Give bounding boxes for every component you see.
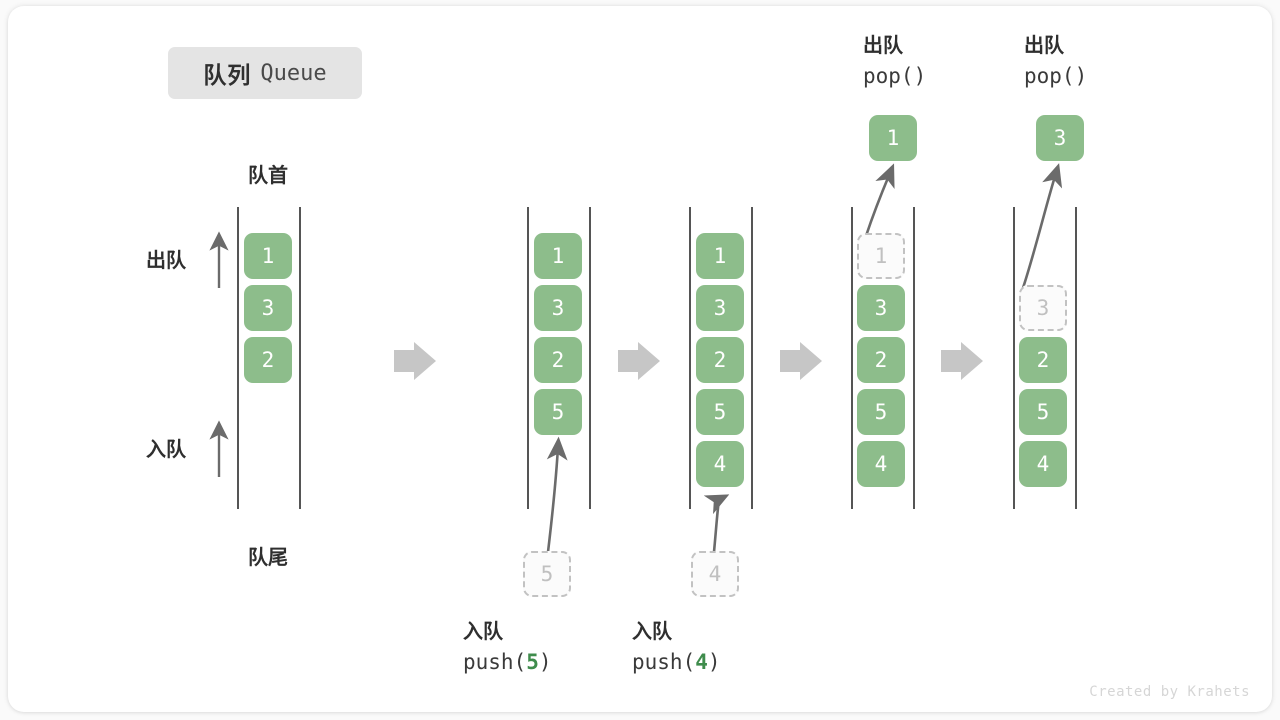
queue-cell: 2 <box>1019 337 1067 383</box>
queue-cell: 5 <box>857 389 905 435</box>
queue-cell: 4 <box>857 441 905 487</box>
title-cn: 队列 <box>203 62 252 88</box>
pop-1-caption-code: pop() <box>863 64 927 88</box>
queue-cell: 2 <box>244 337 292 383</box>
push-4-caption-code: push(4) <box>632 650 721 674</box>
queue-cell: 5 <box>696 389 744 435</box>
rail-right <box>1075 207 1077 509</box>
queue-cell: 1 <box>696 233 744 279</box>
tail-label: 队尾 <box>248 547 288 569</box>
queue-cell: 4 <box>1019 441 1067 487</box>
queue-cell-new: 5 <box>534 389 582 435</box>
push-5-caption-code: push(5) <box>463 650 552 674</box>
rail-left <box>851 207 853 509</box>
rail-left <box>1013 207 1015 509</box>
queue-cell: 1 <box>534 233 582 279</box>
queue-cell: 2 <box>534 337 582 383</box>
push-5-caption-cn: 入队 <box>463 621 503 643</box>
pop-1-caption-cn: 出队 <box>863 35 903 57</box>
enqueue-label: 入队 <box>146 439 186 461</box>
popped-cell: 3 <box>1036 115 1084 161</box>
queue-cell: 5 <box>1019 389 1067 435</box>
push-4-caption-cn: 入队 <box>632 621 672 643</box>
title-badge: 队列 Queue <box>168 47 362 99</box>
pop-3-caption-cn: 出队 <box>1024 35 1064 57</box>
queue-cell: 2 <box>696 337 744 383</box>
footer-credit: Created by Krahets <box>1089 684 1250 700</box>
rail-left <box>689 207 691 509</box>
incoming-ghost-cell: 4 <box>691 551 739 597</box>
rail-right <box>751 207 753 509</box>
dequeue-label: 出队 <box>146 250 186 272</box>
rail-left <box>527 207 529 509</box>
rail-right <box>299 207 301 509</box>
queue-cell: 2 <box>857 337 905 383</box>
queue-cell: 1 <box>244 233 292 279</box>
push-5-caption: 入队 push(5) <box>463 618 633 677</box>
diagram-card <box>8 6 1272 712</box>
outgoing-ghost-cell: 3 <box>1019 285 1067 331</box>
incoming-ghost-cell: 5 <box>523 551 571 597</box>
head-label: 队首 <box>248 165 288 187</box>
queue-cell: 3 <box>244 285 292 331</box>
queue-cell: 3 <box>534 285 582 331</box>
rail-left <box>237 207 239 509</box>
queue-cell: 3 <box>696 285 744 331</box>
queue-cell: 3 <box>857 285 905 331</box>
popped-cell: 1 <box>869 115 917 161</box>
rail-right <box>913 207 915 509</box>
rail-right <box>589 207 591 509</box>
pop-3-caption-code: pop() <box>1024 64 1088 88</box>
queue-cell-new: 4 <box>696 441 744 487</box>
push-4-value: 4 <box>695 650 708 674</box>
push-4-caption: 入队 push(4) <box>632 618 802 677</box>
pop-3-caption: 出队 pop() <box>1024 32 1144 91</box>
push-5-value: 5 <box>526 650 539 674</box>
pop-1-caption: 出队 pop() <box>863 32 983 91</box>
outgoing-ghost-cell: 1 <box>857 233 905 279</box>
title-en: Queue <box>260 60 327 86</box>
